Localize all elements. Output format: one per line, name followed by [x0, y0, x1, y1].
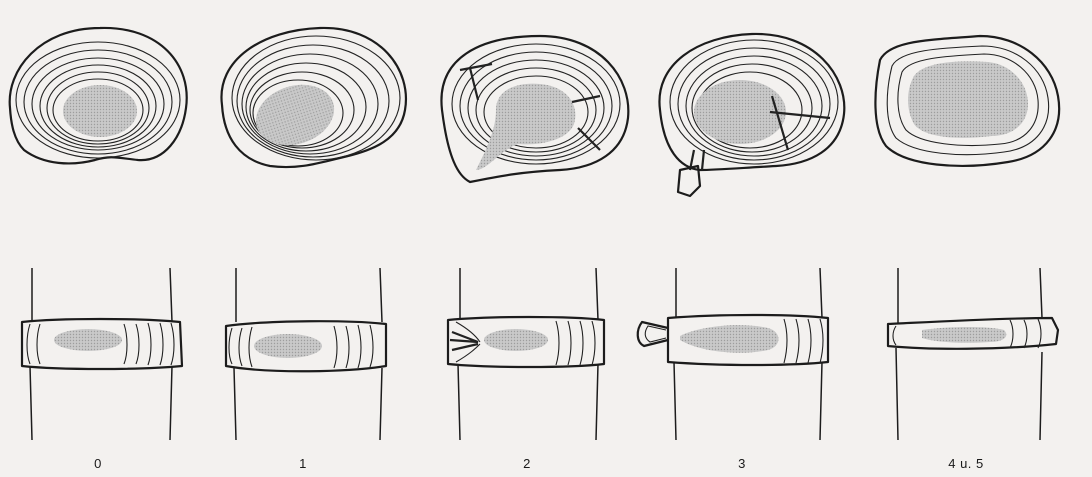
nucleus-stage-0 [63, 85, 137, 137]
sagittal-nucleus-stage-0 [54, 329, 122, 351]
herniation [638, 322, 668, 346]
stage-label-4-5: 4 u. 5 [926, 456, 1006, 471]
sagittal-nucleus-stage-4-5 [922, 327, 1006, 343]
sagittal-disc-stage-1 [226, 268, 386, 440]
axial-disc-stage-4-5 [875, 36, 1059, 166]
stage-label-1: 1 [263, 456, 343, 471]
axial-disc-stage-2 [441, 36, 628, 182]
nucleus-stage-4-5 [908, 61, 1028, 137]
stage-label-2: 2 [487, 456, 567, 471]
sagittal-disc-stage-2 [448, 268, 604, 440]
sagittal-nucleus-stage-2 [484, 329, 548, 351]
axial-disc-stage-3 [659, 34, 844, 196]
sagittal-nucleus-stage-1 [254, 334, 322, 358]
sagittal-disc-stage-4-5 [888, 268, 1058, 440]
sagittal-nucleus-stage-3 [680, 325, 779, 353]
stage-label-3: 3 [702, 456, 782, 471]
stage-label-0: 0 [58, 456, 138, 471]
axial-disc-stage-1 [221, 28, 405, 167]
sagittal-disc-stage-3 [638, 268, 828, 440]
sagittal-disc-stage-0 [22, 268, 182, 440]
axial-disc-stage-0 [10, 28, 187, 164]
